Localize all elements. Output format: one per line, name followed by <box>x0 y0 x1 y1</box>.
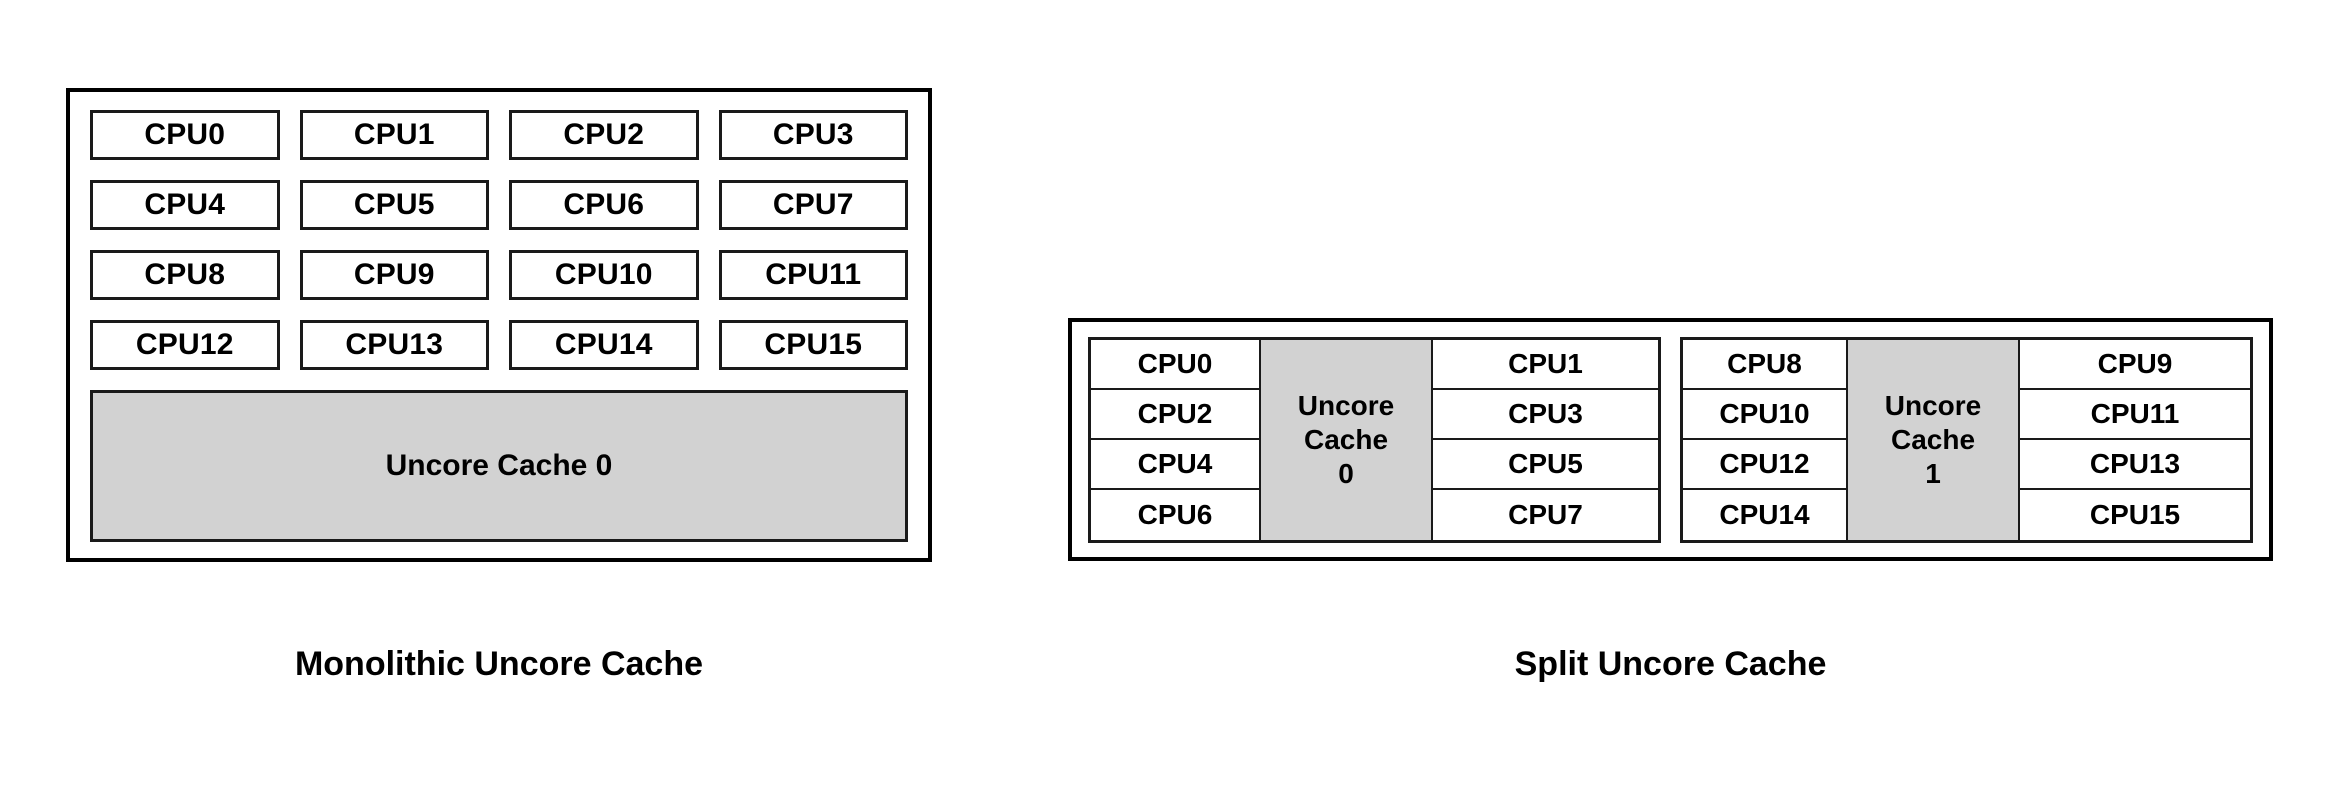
cpu-cell: CPU15 <box>2018 490 2250 540</box>
cpu-cell: CPU7 <box>1431 490 1658 540</box>
cpu-box: CPU15 <box>718 320 908 370</box>
cpu-box: CPU7 <box>718 180 908 230</box>
cpu-cell: CPU6 <box>1091 490 1261 540</box>
cpu-box: CPU10 <box>509 250 699 300</box>
cpu-cell: CPU0 <box>1091 340 1261 390</box>
cpu-cell: CPU5 <box>1431 440 1658 490</box>
cache-label-line: Uncore <box>1297 389 1395 421</box>
cpu-box: CPU3 <box>718 110 908 160</box>
uncore-cache-block: Uncore Cache 0 <box>90 390 908 542</box>
split-figure: CPU0 Uncore Cache 0 CPU1 CPU2 CPU3 CPU4 … <box>1068 318 2273 561</box>
cpu-cell: CPU1 <box>1431 340 1658 390</box>
monolithic-package-outline: CPU0 CPU1 CPU2 CPU3 CPU4 CPU5 CPU6 CPU7 … <box>66 88 932 562</box>
split-package-outline: CPU0 Uncore Cache 0 CPU1 CPU2 CPU3 CPU4 … <box>1068 318 2273 561</box>
split-cache-group: CPU0 Uncore Cache 0 CPU1 CPU2 CPU3 CPU4 … <box>1088 337 1661 543</box>
cpu-box: CPU13 <box>299 320 489 370</box>
cpu-box: CPU0 <box>90 110 280 160</box>
cache-label-line: Uncore <box>1884 389 1982 421</box>
cpu-box: CPU6 <box>509 180 699 230</box>
cpu-cell: CPU3 <box>1431 390 1658 440</box>
cpu-box: CPU5 <box>299 180 489 230</box>
cpu-cell: CPU12 <box>1683 440 1848 490</box>
cpu-cell: CPU10 <box>1683 390 1848 440</box>
cpu-cell: CPU11 <box>2018 390 2250 440</box>
cpu-box: CPU11 <box>718 250 908 300</box>
cpu-cell: CPU13 <box>2018 440 2250 490</box>
cpu-box: CPU1 <box>299 110 489 160</box>
cache-label-line: 1 <box>1925 458 1941 490</box>
cpu-box: CPU2 <box>509 110 699 160</box>
cache-label-line: Cache <box>1890 423 1976 455</box>
cpu-box: CPU9 <box>299 250 489 300</box>
cpu-box: CPU14 <box>509 320 699 370</box>
cpu-cell: CPU8 <box>1683 340 1848 390</box>
monolithic-figure: CPU0 CPU1 CPU2 CPU3 CPU4 CPU5 CPU6 CPU7 … <box>66 88 932 562</box>
monolithic-cpu-grid: CPU0 CPU1 CPU2 CPU3 CPU4 CPU5 CPU6 CPU7 … <box>90 110 908 370</box>
cpu-box: CPU4 <box>90 180 280 230</box>
cpu-cell: CPU9 <box>2018 340 2250 390</box>
uncore-cache-block: Uncore Cache 1 <box>1848 340 2018 540</box>
cpu-box: CPU8 <box>90 250 280 300</box>
split-cache-group: CPU8 Uncore Cache 1 CPU9 CPU10 CPU11 CPU… <box>1680 337 2253 543</box>
split-caption: Split Uncore Cache <box>1514 645 1827 683</box>
cpu-cell: CPU2 <box>1091 390 1261 440</box>
cache-label-line: 0 <box>1338 458 1354 490</box>
cache-label-line: Cache <box>1303 423 1389 455</box>
uncore-cache-block: Uncore Cache 0 <box>1261 340 1431 540</box>
cpu-cell: CPU4 <box>1091 440 1261 490</box>
cpu-cell: CPU14 <box>1683 490 1848 540</box>
cpu-box: CPU12 <box>90 320 280 370</box>
monolithic-caption: Monolithic Uncore Cache <box>294 645 704 683</box>
